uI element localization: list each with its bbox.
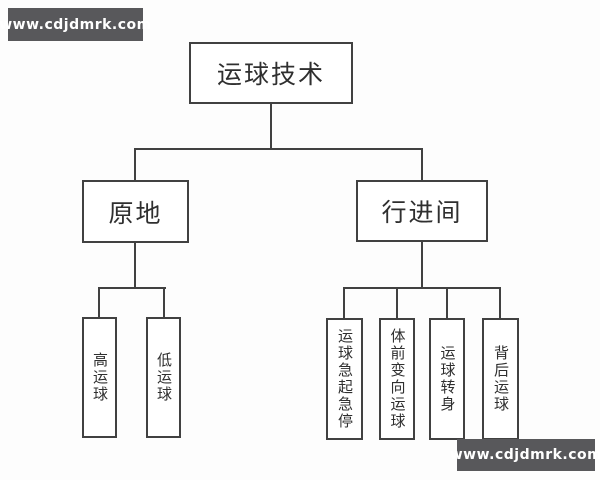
node-leaf-high-dribble: 高运球 [82,317,117,438]
connector-drop-to-leaf-2 [163,287,165,318]
connector-root-stem [270,104,272,150]
node-leaf-behind-back-dribble: 背后运球 [482,318,519,440]
connector-level1-crossbar [134,148,423,150]
node-branch-on-the-move: 行进间 [356,180,488,242]
node-leaf-low-dribble: 低运球 [146,317,181,438]
connector-branch-left-stem [134,243,136,289]
connector-right-crossbar [343,287,501,289]
node-root-dribbling-technique: 运球技术 [189,42,353,104]
watermark-bottom-right: www.cdjdmrk.com [450,439,600,471]
connector-drop-to-leaf-5 [446,287,448,319]
watermark-top-left: www.cdjdmrk.com [0,8,151,41]
connector-drop-to-leaf-4 [396,287,398,319]
connector-drop-to-leaf-3 [343,287,345,319]
connector-drop-to-leaf-1 [98,287,100,318]
node-leaf-quick-start-stop-dribble: 运球急起急停 [326,318,363,440]
node-leaf-spin-dribble: 运球转身 [429,318,465,440]
connector-left-crossbar [98,287,166,289]
connector-drop-to-branch-left [134,148,136,181]
connector-drop-to-leaf-6 [499,287,501,319]
node-leaf-front-crossover-dribble: 体前变向运球 [379,318,415,440]
connector-branch-right-stem [421,242,423,289]
node-branch-stationary: 原地 [82,180,189,243]
connector-drop-to-branch-right [421,148,423,181]
